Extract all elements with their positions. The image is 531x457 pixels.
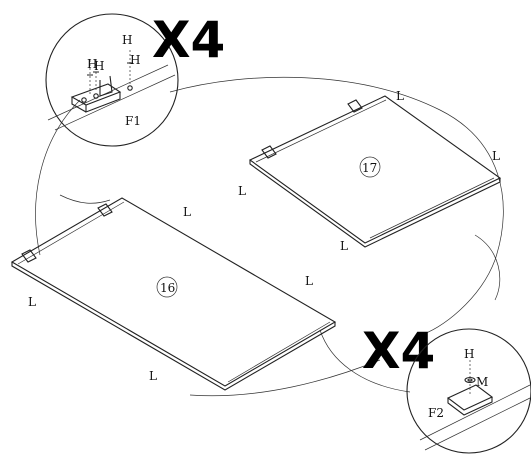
fitting-f1-label: F1 (125, 114, 141, 128)
panel-17 (248, 95, 502, 248)
guide-arc-left (35, 99, 111, 256)
fitting-f2-label: F2 (428, 406, 444, 420)
panel-16 (10, 197, 337, 391)
guide-arc-outer (169, 76, 504, 397)
quantity-top: X4 (152, 11, 225, 69)
label-h-f1b: H (94, 59, 104, 73)
label-l-p17d: L (340, 239, 348, 253)
panel-16-number: 16 (160, 281, 175, 295)
label-m-f2: M (476, 375, 488, 389)
label-l-p16c: L (28, 295, 36, 309)
label-l-p17b: L (492, 149, 500, 163)
label-h-f1d: H (130, 53, 140, 67)
label-l-p16b: L (305, 274, 313, 288)
label-h-f1a: H (87, 57, 97, 71)
label-l-p16d: L (149, 369, 157, 383)
label-l-p16a: L (183, 205, 191, 219)
detail-circle-f1 (45, 13, 179, 147)
label-h-f2: H (464, 347, 474, 361)
label-h-f1c: H (122, 33, 132, 47)
detail-circle-f2 (406, 328, 531, 454)
label-l-p17a: L (396, 89, 404, 103)
quantity-bottom: X4 (362, 322, 435, 380)
panel-17-number: 17 (362, 161, 377, 175)
label-l-p17c: L (238, 184, 246, 198)
guide-arc-lower (319, 234, 501, 393)
